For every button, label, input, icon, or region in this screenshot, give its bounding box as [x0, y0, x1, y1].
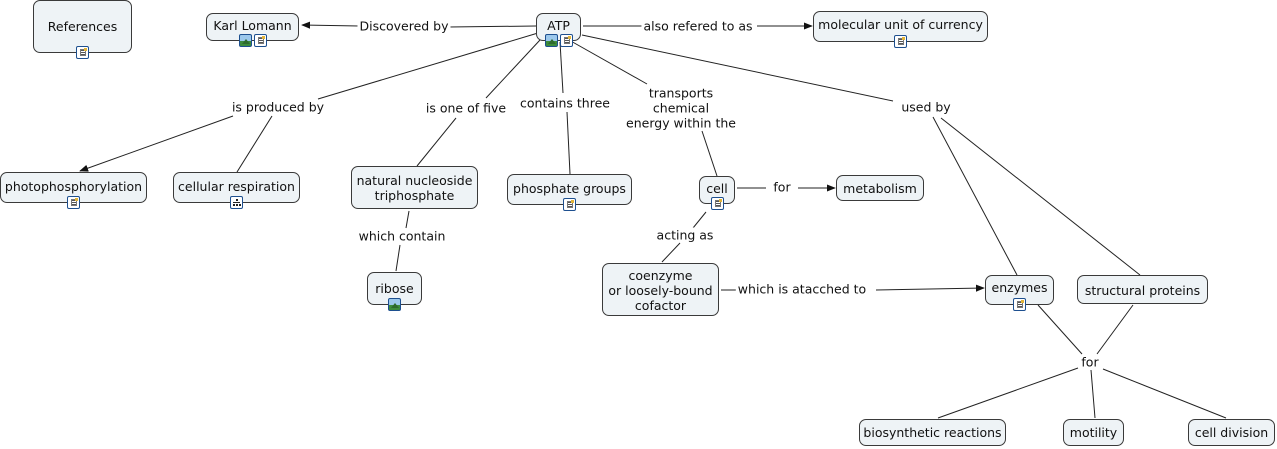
link-label-also-refered-to-as: also refered to as [641, 18, 755, 34]
line-contains-three-to-phosphate [566, 111, 571, 175]
concept-structural-proteins[interactable]: structural proteins [1077, 275, 1208, 304]
line-for-to-biosynthetic [937, 367, 1079, 419]
document-resource-icon[interactable] [710, 197, 724, 210]
concept-enzymes[interactable]: enzymes [985, 275, 1054, 311]
line-atp-to-is-produced-by [317, 32, 539, 100]
concept-label: cellular respiration [178, 179, 295, 194]
document-resource-icon[interactable] [253, 34, 267, 47]
concept-label: ATP [547, 18, 570, 33]
line-which-contain-to-ribose [395, 244, 401, 272]
line-for-to-cell-division [1102, 368, 1227, 419]
concept-photophosphorylation[interactable]: photophosphorylation [0, 172, 147, 209]
line-for-to-motility [1090, 369, 1096, 419]
document-resource-icon[interactable] [894, 35, 907, 48]
concept-label: References [47, 19, 118, 34]
line-transports-to-cell [701, 130, 718, 177]
concept-atp[interactable]: ATP [536, 13, 581, 47]
link-label-acting-as: acting as [654, 227, 716, 243]
link-label-contains-three: contains three [518, 95, 612, 111]
concept-coenzyme-or-cofactor[interactable]: coenzyme or loosely-bound cofactor [602, 263, 719, 316]
line-cell-to-acting-as [692, 211, 707, 229]
link-label-used-by: used by [899, 99, 953, 115]
concept-label: biosynthetic reactions [863, 425, 1002, 440]
document-resource-icon[interactable] [1013, 298, 1026, 311]
concept-ribose[interactable]: ribose [367, 272, 422, 311]
document-resource-icon[interactable] [563, 198, 576, 211]
concept-label: metabolism [843, 181, 917, 196]
concept-label: natural nucleoside triphosphate [356, 173, 473, 203]
link-label-is-produced-by: is produced by [229, 99, 327, 115]
line-atp-to-used-by [581, 34, 894, 102]
line-structural-to-for [1096, 304, 1134, 355]
line-used-by-to-enzymes [932, 116, 1018, 276]
line-used-by-to-structural [940, 117, 1141, 276]
concept-label: motility [1069, 425, 1118, 440]
line-is-produced-by-to-cellresp [236, 115, 273, 173]
concept-label: cell division [1194, 425, 1269, 440]
link-label-discovered-by: Discovered by [357, 18, 451, 34]
concept-label: coenzyme or loosely-bound cofactor [608, 268, 713, 313]
line-is-one-of-five-to-nucleoside [416, 117, 457, 167]
link-label-is-one-of-five: is one of five [423, 100, 509, 116]
concept-label: enzymes [991, 280, 1048, 295]
concept-references[interactable]: References [33, 0, 132, 59]
image-resource-icon[interactable] [544, 34, 558, 47]
line-nucleoside-to-which-contain [405, 210, 410, 229]
line-atp-to-is-one-of-five [485, 39, 541, 99]
concept-molecular-unit-of-currency[interactable]: molecular unit of currency [813, 11, 988, 48]
concept-label: photophosphorylation [4, 179, 143, 194]
document-resource-icon[interactable] [76, 46, 89, 59]
image-resource-icon[interactable] [388, 298, 401, 311]
image-resource-icon[interactable] [238, 34, 252, 47]
concept-cell-division[interactable]: cell division [1188, 419, 1275, 446]
concept-label: cell [706, 181, 728, 196]
concept-biosynthetic-reactions[interactable]: biosynthetic reactions [859, 419, 1006, 446]
concept-label: molecular unit of currency [818, 17, 983, 32]
line-atp-to-transports [568, 39, 648, 85]
document-resource-icon[interactable] [559, 34, 573, 47]
concept-natural-nucleoside-triphosphate[interactable]: natural nucleoside triphosphate [351, 166, 478, 209]
concept-cellular-respiration[interactable]: cellular respiration [173, 172, 300, 209]
arrow-attached-to-enzymes [875, 284, 985, 292]
link-label-which-is-attached-to: which is atacched to [735, 281, 869, 297]
concept-karl-lomann[interactable]: Karl Lomann [206, 13, 299, 47]
link-label-transports: transports chemical energy within the [624, 85, 738, 131]
link-label-which-contain: which contain [356, 228, 448, 244]
line-atp-to-contains-three [559, 41, 564, 94]
concept-phosphate-groups[interactable]: phosphate groups [507, 174, 632, 211]
line-acting-as-to-coenzyme [661, 242, 681, 263]
concept-metabolism[interactable]: metabolism [836, 175, 924, 201]
concept-cell[interactable]: cell [699, 176, 735, 210]
document-resource-icon[interactable] [67, 196, 80, 209]
line-atp-to-discovered-by [448, 25, 537, 28]
concept-label: Karl Lomann [213, 18, 292, 33]
concept-map-resource-icon[interactable] [230, 196, 243, 209]
concept-motility[interactable]: motility [1063, 419, 1124, 446]
link-label-for-metabolism: for [771, 179, 793, 195]
concept-label: ribose [375, 281, 414, 296]
arrow-is-produced-by-to-photo [79, 115, 234, 172]
line-enzymes-to-for [1037, 304, 1083, 355]
concept-label: structural proteins [1084, 283, 1201, 298]
concept-label: phosphate groups [513, 181, 626, 196]
link-label-for-enzymes: for [1079, 354, 1101, 370]
arrow-discovered-by-to-karl [301, 21, 360, 29]
